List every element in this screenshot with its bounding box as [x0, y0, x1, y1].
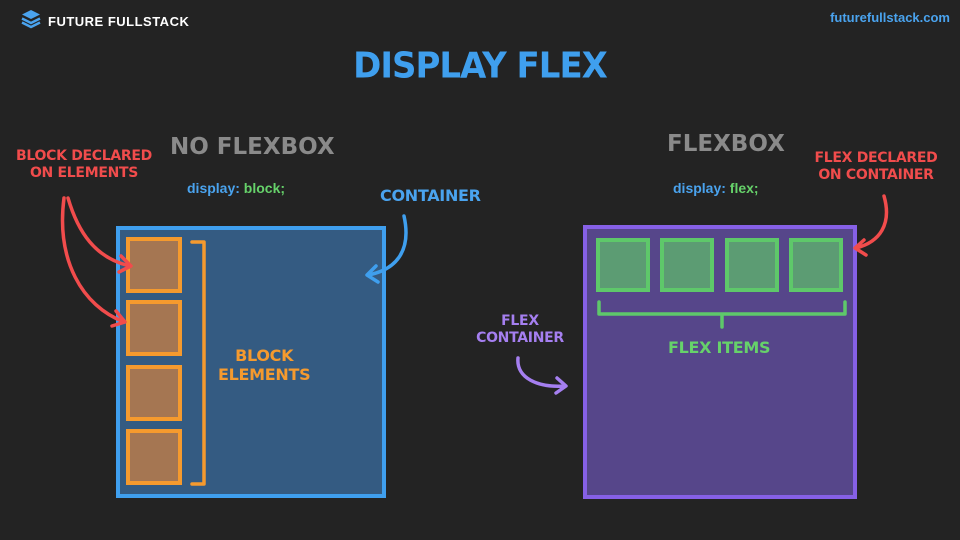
code-property: display: [673, 180, 726, 196]
annotation-flex-items: FLEX ITEMS [668, 338, 771, 357]
block-element [126, 365, 182, 421]
annotation-line: FLEX [501, 313, 539, 329]
annotation-line: ELEMENTS [218, 365, 311, 384]
annotation-line: BLOCK [235, 346, 294, 365]
annotation-line: ON ELEMENTS [29, 165, 139, 181]
site-url[interactable]: futurefullstack.com [830, 10, 950, 25]
layers-icon [20, 8, 42, 34]
heading-flexbox: FLEXBOX [667, 131, 785, 157]
flex-item [660, 238, 714, 292]
flex-item [596, 238, 650, 292]
brand-name: FUTURE FULLSTACK [48, 13, 190, 29]
arrowhead [117, 254, 133, 274]
arrowhead [853, 238, 868, 257]
arrow-flex-declared [854, 194, 889, 250]
flex-item [725, 238, 779, 292]
arrowhead [110, 309, 127, 328]
annotation-block-declared: BLOCK DECLARED ON ELEMENTS [10, 148, 158, 182]
annotation-flex-container: FLEX CONTAINER [468, 313, 572, 347]
code-value: flex; [729, 180, 759, 196]
annotation-flex-declared: FLEX DECLARED ON CONTAINER [806, 150, 946, 184]
annotation-line: ON CONTAINER [818, 167, 934, 183]
arrow-container [366, 214, 408, 277]
annotation-block-elements: BLOCK ELEMENTS [218, 346, 311, 384]
flex-item [789, 238, 843, 292]
code-display-block: display: block; [187, 180, 285, 196]
block-element [126, 237, 182, 293]
arrowhead [554, 376, 568, 395]
annotation-line: FLEX DECLARED [814, 150, 938, 166]
code-property: display: [187, 180, 240, 196]
annotation-line: CONTAINER [476, 330, 564, 346]
flex-items-bracket [597, 300, 847, 329]
block-elements-bracket [190, 240, 206, 486]
code-value: block; [243, 180, 286, 196]
annotation-container: CONTAINER [380, 186, 481, 205]
arrow-block-declared-2 [60, 196, 126, 324]
code-display-flex: display: flex; [673, 180, 759, 196]
block-element [126, 429, 182, 485]
brand: FUTURE FULLSTACK [20, 8, 189, 34]
heading-no-flexbox: NO FLEXBOX [170, 134, 335, 160]
arrow-flex-container [516, 356, 567, 388]
page-title: DISPLAY FLEX [353, 45, 608, 87]
block-element [126, 300, 182, 356]
annotation-line: BLOCK DECLARED [16, 148, 152, 164]
arrowhead [365, 264, 380, 284]
arrow-block-declared-1 [66, 196, 132, 268]
